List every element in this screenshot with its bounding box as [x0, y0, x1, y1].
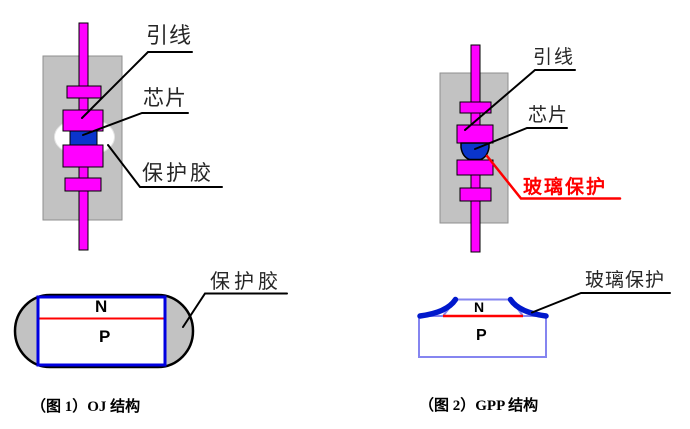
fig2-lead-label: 引线 — [533, 47, 576, 68]
fig1-lead-label: 引线 — [146, 23, 193, 48]
fig2-glass-label: 玻璃保护 — [523, 177, 608, 198]
fig1-cross-section — [13, 292, 288, 369]
xsec2-p-region — [418, 315, 547, 358]
xsec1-glue-leader-line — [182, 292, 288, 328]
xsec2-p-label: P — [476, 327, 487, 344]
xsec1-n-label: N — [95, 297, 108, 316]
fig2-cross-section — [417, 292, 671, 358]
fig1-upper-contact — [62, 109, 104, 132]
fig1-device — [42, 22, 223, 251]
fig2-lower-contact — [456, 159, 494, 176]
xsec2-n-label: N — [474, 299, 485, 315]
fig1-chip-label: 芯片 — [143, 86, 187, 110]
fig1-lower-contact — [62, 144, 104, 168]
fig1-glue-label: 保护胶 — [142, 161, 214, 185]
fig2-lead-leader-line — [464, 69, 576, 131]
xsec2-glass-arc-left — [417, 296, 459, 319]
fig2-chip-leader-line — [474, 127, 568, 150]
fig2-bottom-flange — [459, 187, 492, 202]
fig1-bottom-flange — [64, 177, 102, 192]
fig1-chip — [69, 130, 98, 146]
fig1-lead-leader-line — [81, 51, 193, 119]
xsec2-glass-arc-right — [507, 296, 549, 319]
xsec1-glue-label: 保护胶 — [210, 271, 282, 293]
xsec1-die-outline — [36, 295, 167, 367]
fig1-top-flange — [66, 85, 102, 99]
fig2-upper-contact — [456, 124, 494, 144]
fig2-caption: （图 2）GPP 结构 — [419, 398, 539, 414]
fig2-glass-leader-line — [485, 154, 622, 200]
xsec2-glass-leader-line — [531, 292, 671, 314]
fig2-chip-label: 芯片 — [528, 105, 569, 126]
fig2-device — [439, 44, 622, 253]
fig1-chip-leader-line — [82, 112, 189, 136]
fig1-caption: （图 1）OJ 结构 — [31, 399, 141, 415]
fig1-glue-leader-line — [107, 144, 223, 188]
xsec1-p-label: P — [99, 327, 111, 346]
xsec2-glass-label: 玻璃保护 — [585, 270, 666, 291]
